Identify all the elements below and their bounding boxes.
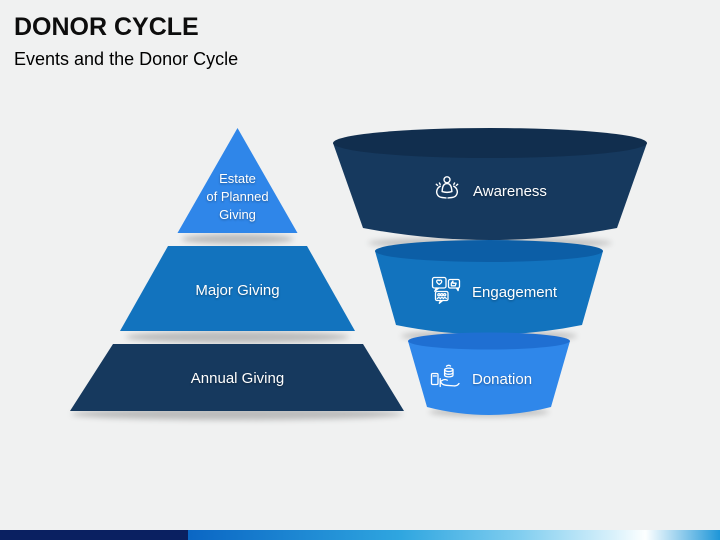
funnel-stage-awareness [333, 143, 647, 240]
funnel-stage-donation [408, 341, 570, 415]
funnel-label-awareness: Awareness [473, 182, 547, 200]
funnel-row-awareness: Awareness [429, 173, 547, 209]
hands-holding-person-icon [435, 176, 459, 199]
pyramid-label-estate-line2: of Planned [206, 189, 269, 204]
funnel-stage-awareness-rim [333, 128, 647, 158]
funnel-label-donation: Donation [472, 370, 533, 388]
pyramid-label-estate-line3: Giving [219, 207, 256, 222]
pyramid-level-major-giving [120, 246, 355, 331]
pyramid-mid-shadow [125, 331, 350, 343]
pyramid-label-estate-line1: Estate [219, 171, 256, 186]
pyramid-top-shadow [181, 234, 294, 244]
footer-bar-navy-segment [0, 530, 188, 540]
pyramid-level-annual-giving [70, 344, 404, 411]
footer-bar-gradient-segment [188, 530, 720, 540]
funnel-stage-engagement [375, 251, 603, 335]
social-reaction-bubbles-icon [431, 276, 461, 304]
funnel-row-engagement: Engagement [428, 274, 557, 310]
pyramid-level-estate [177, 128, 298, 233]
hand-giving-coins-icon [430, 364, 460, 388]
funnel-stage-donation-rim [408, 332, 570, 350]
funnel-label-engagement: Engagement [472, 283, 558, 301]
pyramid-label-annual-giving: Annual Giving [190, 370, 285, 387]
pyramid-label-estate: Estate of Planned Giving [177, 170, 298, 224]
funnel-row-donation: Donation [428, 361, 532, 397]
funnel-stage-engagement-rim [375, 240, 603, 262]
page-subtitle: Events and the Donor Cycle [14, 49, 239, 69]
page-title: DONOR CYCLE [14, 13, 199, 41]
pyramid-label-major-giving: Major Giving [195, 282, 280, 299]
